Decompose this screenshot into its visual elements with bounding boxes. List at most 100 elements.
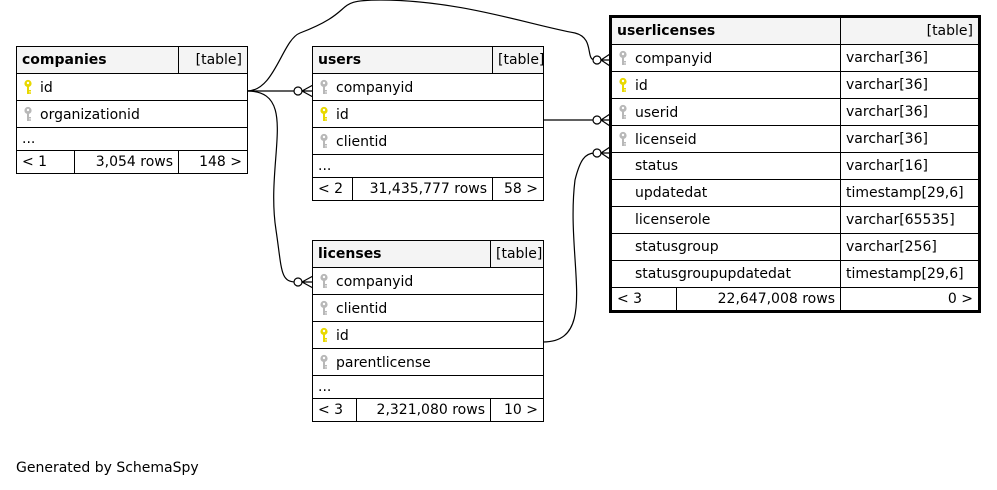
foreign-key-icon: [617, 50, 629, 66]
next-link[interactable]: 0 >: [840, 287, 979, 311]
prev-link[interactable]: < 3: [611, 287, 677, 311]
column-type: varchar[36]: [840, 98, 979, 126]
column-name: updatedat: [635, 185, 708, 201]
prev-link[interactable]: < 3: [312, 398, 357, 422]
foreign-key-icon: [318, 300, 330, 316]
column-name: clientid: [336, 133, 388, 150]
column-name: licenserole: [635, 212, 711, 228]
column-name: id: [635, 77, 648, 94]
primary-key-icon: [318, 327, 330, 343]
column-row[interactable]: statusgroup: [611, 233, 841, 261]
column-type: varchar[36]: [840, 125, 979, 153]
prev-link[interactable]: < 1: [16, 150, 75, 174]
next-link[interactable]: 148 >: [178, 150, 249, 174]
primary-key-icon: [318, 106, 330, 122]
edge-crowfoot: [600, 53, 611, 67]
next-link[interactable]: 10 >: [490, 398, 544, 422]
column-row[interactable]: status: [611, 152, 841, 180]
column-row[interactable]: id: [15, 73, 249, 101]
column-name: organizationid: [40, 106, 140, 123]
column-name: companyid: [336, 79, 414, 96]
table-type: [table]: [490, 240, 544, 268]
row-count: 22,647,008 rows: [676, 287, 841, 311]
column-name: licenseid: [635, 131, 697, 148]
column-row[interactable]: parentlicense: [312, 348, 544, 376]
more-columns: ...: [312, 375, 544, 399]
table-type: [table]: [178, 46, 249, 74]
edge-crowfoot: [600, 113, 611, 127]
row-count: 31,435,777 rows: [351, 177, 494, 201]
edge-companies-userlicenses: [246, 0, 596, 92]
foreign-key-icon: [318, 273, 330, 289]
column-name: companyid: [336, 273, 414, 290]
column-row[interactable]: userid: [611, 98, 841, 126]
edge-end-circle: [592, 148, 602, 158]
column-row[interactable]: statusgroupupdatedat: [611, 260, 841, 288]
foreign-key-icon: [617, 131, 629, 147]
more-columns: ...: [15, 127, 249, 151]
generator-credit: Generated by SchemaSpy: [16, 460, 199, 476]
edge-end-circle: [592, 55, 602, 65]
table-title[interactable]: userlicenses: [611, 17, 841, 45]
column-row[interactable]: companyid: [312, 267, 544, 295]
column-type: varchar[65535]: [840, 206, 979, 234]
column-row[interactable]: companyid: [311, 73, 545, 101]
foreign-key-icon: [22, 106, 34, 122]
edge-licenses-userlicenses: [542, 152, 596, 343]
column-row[interactable]: id: [311, 100, 545, 128]
row-count: 3,054 rows: [73, 150, 180, 174]
table-title[interactable]: companies: [15, 46, 180, 74]
foreign-key-icon: [318, 133, 330, 149]
table-title[interactable]: licenses: [312, 240, 491, 268]
column-row[interactable]: id: [312, 321, 544, 349]
column-name: userid: [635, 104, 679, 121]
primary-key-icon: [617, 77, 629, 93]
edge-companies-licenses: [246, 90, 297, 283]
edge-end-circle: [592, 115, 602, 125]
column-row[interactable]: licenserole: [611, 206, 841, 234]
column-row[interactable]: clientid: [311, 127, 545, 155]
column-type: timestamp[29,6]: [840, 179, 979, 207]
edge-crowfoot: [600, 146, 611, 160]
table-companies[interactable]: companies [table] id organizationid ... …: [15, 46, 249, 174]
edge-crowfoot: [301, 275, 314, 289]
row-count: 2,321,080 rows: [356, 398, 491, 422]
column-name: parentlicense: [336, 354, 431, 371]
column-name: id: [336, 106, 349, 123]
column-row[interactable]: organizationid: [15, 100, 249, 128]
foreign-key-icon: [318, 354, 330, 370]
next-link[interactable]: 58 >: [492, 177, 545, 201]
column-type: varchar[16]: [840, 152, 979, 180]
table-users[interactable]: users [table] companyid id clientid ... …: [311, 46, 545, 201]
column-name: id: [40, 79, 53, 96]
column-name: clientid: [336, 300, 388, 317]
foreign-key-icon: [318, 79, 330, 95]
column-name: statusgroupupdatedat: [635, 266, 791, 282]
edge-end-circle: [293, 86, 303, 96]
column-row[interactable]: companyid: [611, 44, 841, 72]
column-name: status: [635, 158, 679, 174]
table-type: [table]: [840, 17, 979, 45]
column-type: varchar[256]: [840, 233, 979, 261]
column-name: companyid: [635, 50, 713, 67]
edge-end-circle: [293, 277, 303, 287]
table-userlicenses[interactable]: userlicenses [table] companyid varchar[36…: [609, 15, 981, 313]
edge-crowfoot: [301, 84, 314, 98]
column-row[interactable]: id: [611, 71, 841, 99]
column-name: id: [336, 327, 349, 344]
foreign-key-icon: [617, 104, 629, 120]
table-type: [table]: [492, 46, 545, 74]
prev-link[interactable]: < 2: [312, 177, 353, 201]
column-type: timestamp[29,6]: [840, 260, 979, 288]
table-licenses[interactable]: licenses [table] companyid clientid id p…: [312, 240, 544, 422]
more-columns: ...: [311, 154, 545, 178]
column-name: statusgroup: [635, 239, 719, 255]
primary-key-icon: [22, 79, 34, 95]
column-row[interactable]: updatedat: [611, 179, 841, 207]
table-title[interactable]: users: [311, 46, 494, 74]
column-row[interactable]: clientid: [312, 294, 544, 322]
column-type: varchar[36]: [840, 71, 979, 99]
column-type: varchar[36]: [840, 44, 979, 72]
column-row[interactable]: licenseid: [611, 125, 841, 153]
